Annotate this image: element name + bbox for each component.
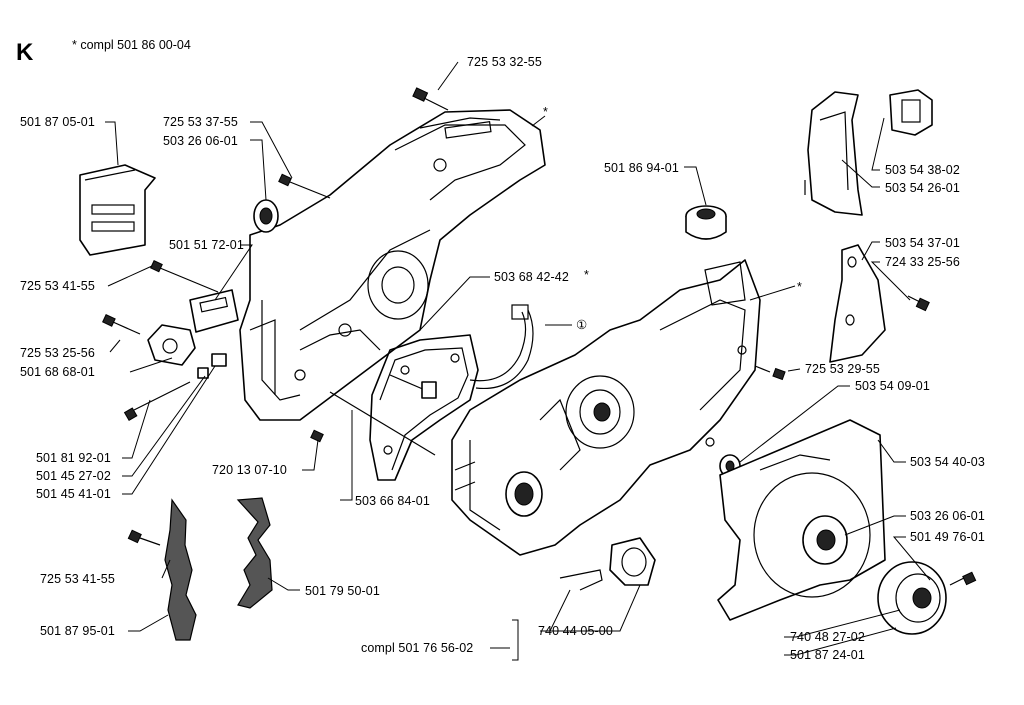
flywheel	[877, 561, 947, 635]
part-label: 503 26 06-01	[163, 134, 238, 148]
bolt-upper-left	[278, 173, 331, 199]
asterisk-mark: *	[584, 268, 589, 282]
part-label: 503 54 40-03	[910, 455, 985, 469]
rubber-seal	[889, 89, 933, 136]
screw-small-right	[907, 295, 930, 312]
pin-small	[310, 429, 324, 443]
part-label: 740 48 27-02	[790, 630, 865, 644]
part-label: compl 501 76 56-02	[361, 641, 474, 655]
part-label: 501 86 94-01	[604, 161, 679, 175]
part-label: 503 68 42-42	[494, 270, 569, 284]
oil-pump	[559, 537, 656, 591]
bolt-bottom-left	[127, 529, 161, 546]
small-nut	[197, 353, 227, 379]
callout-circle-1: ①	[576, 318, 588, 332]
seal-ring-arc	[469, 304, 534, 390]
thin-pin	[329, 391, 436, 456]
clutch-cover	[717, 419, 886, 621]
cover-plate-right	[829, 244, 886, 363]
part-label: 725 53 29-55	[805, 362, 880, 376]
bracket-block	[189, 289, 239, 333]
bolt-top	[412, 87, 449, 111]
leader-lines	[105, 61, 931, 661]
bolt-small-left	[102, 314, 141, 335]
part-label: 501 45 27-02	[36, 469, 111, 483]
section-letter: K	[16, 39, 34, 66]
chain-catcher-bracket	[236, 497, 273, 609]
part-label: 503 66 84-01	[355, 494, 430, 508]
crankcase-right-half	[451, 259, 761, 556]
part-label: 501 81 92-01	[36, 451, 111, 465]
part-label: 501 87 24-01	[790, 648, 865, 662]
part-label: 503 54 37-01	[885, 236, 960, 250]
air-deflector	[804, 91, 863, 216]
part-label: 720 13 07-10	[212, 463, 287, 477]
part-label: 501 51 72-01	[169, 238, 244, 252]
crankcase-gasket	[369, 334, 479, 481]
long-screw-lower	[123, 381, 191, 422]
part-label: 740 44 05-00	[538, 624, 613, 638]
bolt-right-mid	[754, 365, 786, 381]
part-label: 501 87 95-01	[40, 624, 115, 638]
filter-cap	[685, 205, 727, 240]
part-label: 503 54 38-02	[885, 163, 960, 177]
part-label: 503 26 06-01	[910, 509, 985, 523]
part-label: 725 53 25-56	[20, 346, 95, 360]
part-label: 724 33 25-56	[885, 255, 960, 269]
bolt-gasket	[389, 374, 437, 399]
part-label: 501 79 50-01	[305, 584, 380, 598]
part-label: 501 68 68-01	[20, 365, 95, 379]
screw-flywheel	[949, 571, 977, 586]
part-label: 501 49 76-01	[910, 530, 985, 544]
asterisk-mark: *	[797, 280, 802, 294]
chain-catcher	[147, 324, 196, 366]
long-screw-left	[150, 260, 219, 293]
chain-guide-plate	[79, 164, 156, 256]
asterisk-mark: *	[543, 105, 548, 119]
compl-note: * compl 501 86 00-04	[72, 38, 191, 52]
part-label: 501 45 41-01	[36, 487, 111, 501]
spike-bumper	[164, 498, 197, 641]
part-label: 725 53 41-55	[40, 572, 115, 586]
part-label: 725 53 37-55	[163, 115, 238, 129]
part-label: 725 53 41-55	[20, 279, 95, 293]
part-label: 501 87 05-01	[20, 115, 95, 129]
crankcase-left-half	[239, 109, 546, 421]
crankshaft-seal-left	[253, 199, 279, 233]
part-label: 725 53 32-55	[467, 55, 542, 69]
part-label: 503 54 26-01	[885, 181, 960, 195]
part-label: 503 54 09-01	[855, 379, 930, 393]
